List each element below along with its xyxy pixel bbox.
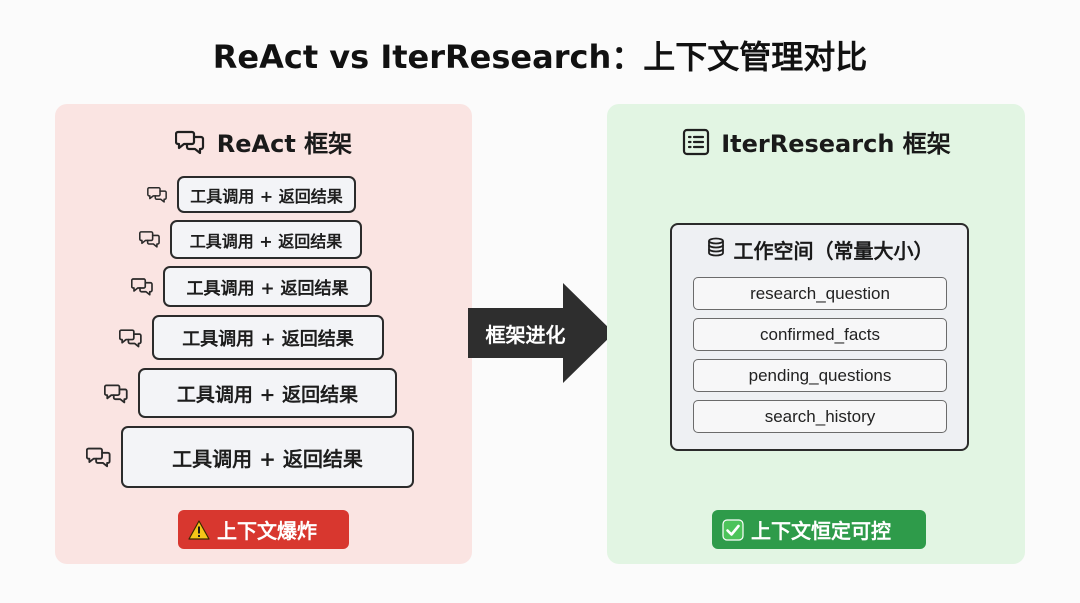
- workspace-title: 工作空间（常量大小）: [733, 239, 934, 263]
- chat-bubbles-icon: [103, 382, 130, 405]
- evolution-arrow-label: 框架进化: [485, 322, 566, 347]
- react-step-box: 工具调用 + 返回结果: [121, 426, 414, 488]
- react-step-box: 工具调用 + 返回结果: [152, 315, 384, 360]
- context-stable-badge: 上下文恒定可控: [712, 510, 926, 549]
- workspace-field-confirmed-facts: confirmed_facts: [693, 318, 947, 351]
- page-title: ReAct vs IterResearch：上下文管理对比: [212, 38, 868, 76]
- workspace-heading: 工作空间（常量大小）: [672, 235, 967, 264]
- context-stable-label: 上下文恒定可控: [751, 519, 891, 543]
- iterresearch-heading: IterResearch 框架: [607, 124, 1025, 159]
- react-heading-label: ReAct 框架: [216, 130, 353, 158]
- workspace-field-search-history: search_history: [693, 400, 947, 433]
- chat-bubbles-icon: [174, 128, 207, 156]
- workspace-field-pending-questions: pending_questions: [693, 359, 947, 392]
- react-step-box: 工具调用 + 返回结果: [138, 368, 397, 418]
- evolution-arrow: 框架进化: [466, 282, 616, 384]
- chat-bubbles-icon: [85, 445, 113, 469]
- chat-bubbles-icon: [130, 276, 155, 297]
- context-explosion-badge: 上下文爆炸: [178, 510, 349, 549]
- react-heading: ReAct 框架: [55, 124, 472, 159]
- database-icon: [706, 237, 726, 262]
- iterresearch-heading-label: IterResearch 框架: [721, 130, 951, 158]
- chat-bubbles-icon: [139, 229, 162, 249]
- chat-bubbles-icon: [147, 185, 169, 204]
- document-list-icon: [681, 127, 711, 157]
- check-mark-icon: [722, 518, 744, 541]
- react-step-box: 工具调用 + 返回结果: [170, 220, 362, 259]
- workspace-field-research-question: research_question: [693, 277, 947, 310]
- workspace-box: 工作空间（常量大小） research_question confirmed_f…: [670, 223, 969, 451]
- react-step-box: 工具调用 + 返回结果: [177, 176, 356, 213]
- chat-bubbles-icon: [118, 327, 144, 349]
- warning-icon: [188, 519, 210, 540]
- react-step-box: 工具调用 + 返回结果: [163, 266, 372, 307]
- context-explosion-label: 上下文爆炸: [217, 519, 317, 543]
